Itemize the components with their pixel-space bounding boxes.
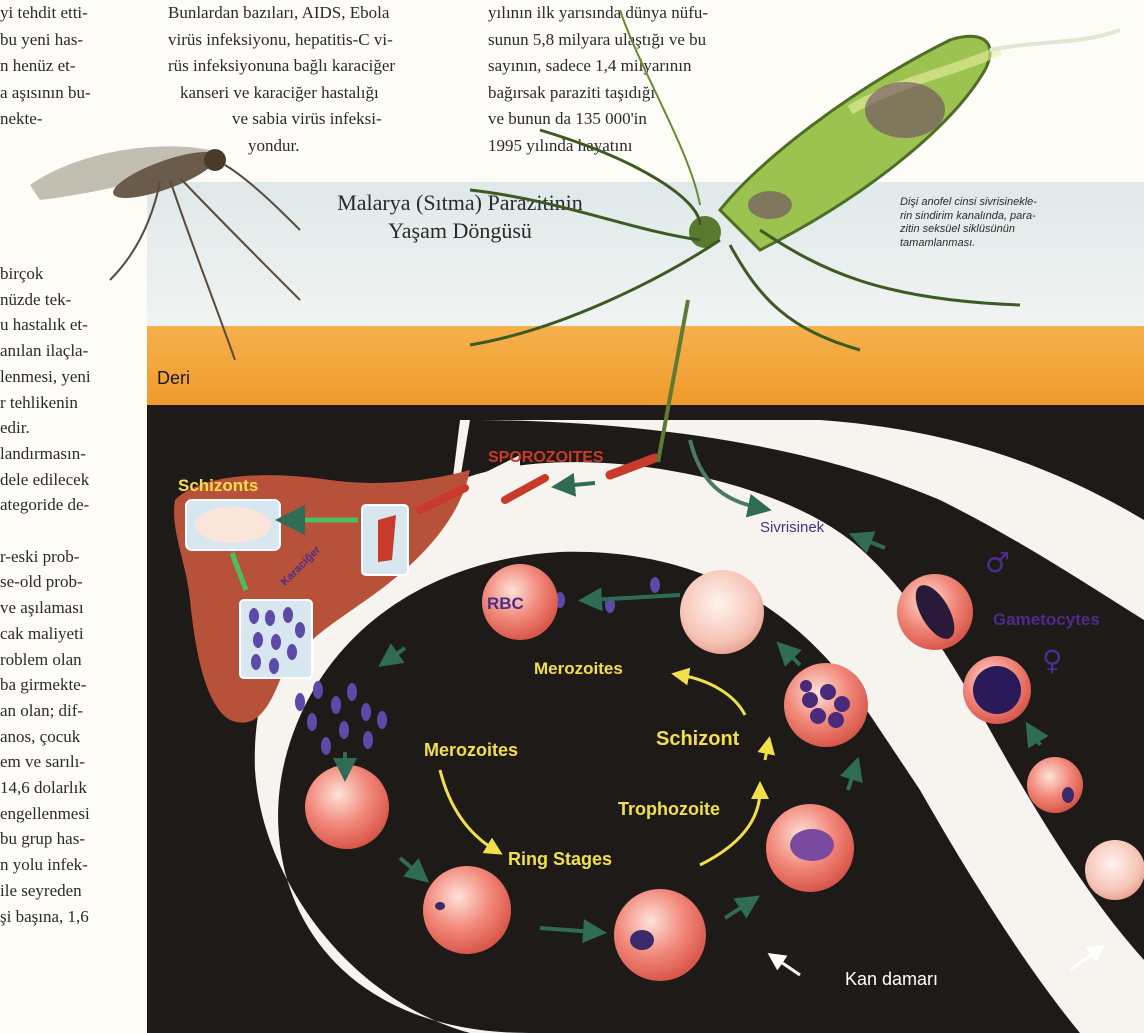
rbc-cell — [1027, 757, 1083, 813]
merozoites-top-label: Merozoites — [534, 659, 623, 678]
rbc-cell — [1085, 840, 1144, 900]
merozoites-left-label: Merozoites — [424, 740, 518, 760]
mosquito-proboscis — [658, 300, 688, 462]
rbc-label: RBC — [487, 594, 524, 613]
sivrisinek-label: Sivrisinek — [760, 519, 825, 536]
trophozoite-label: Trophozoite — [618, 799, 720, 819]
mosquito-illustration — [470, 10, 1120, 350]
grey-mosquito-illustration — [30, 143, 300, 360]
ring-stages-label: Ring Stages — [508, 849, 612, 869]
male-symbol-icon: ♂ — [985, 546, 1010, 579]
sporozoites-label: SPOROZOITES — [488, 449, 604, 466]
rbc-cell — [784, 663, 868, 747]
gametocytes-label: Gametocytes — [993, 610, 1100, 629]
schizont-label: Schizont — [656, 728, 740, 750]
female-symbol-icon: ♀ — [1042, 644, 1063, 677]
rbc-cell — [614, 889, 706, 981]
rbc-cell — [305, 765, 389, 849]
kan-damari-label: Kan damarı — [845, 969, 938, 989]
rbc-cell — [423, 866, 511, 954]
rbc-cell — [680, 570, 764, 654]
schizonts-label: Schizonts — [178, 476, 258, 495]
